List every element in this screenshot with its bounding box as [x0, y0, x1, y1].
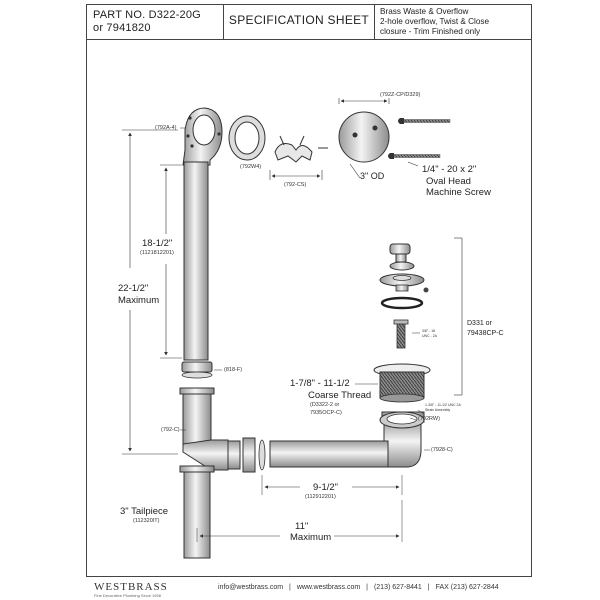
desc-line-3: closure - Trim Finished only	[380, 27, 481, 36]
label-792cs: (792-CS)	[284, 182, 307, 188]
contact-info: info@westbrass.com | www.westbrass.com |…	[218, 584, 503, 591]
westbrass-tagline: Fine Decorative Plumbing Since 1958	[94, 593, 161, 598]
contact-sep-2: |	[366, 584, 368, 591]
oval-head-screws	[388, 118, 451, 167]
overflow-gasket	[228, 115, 266, 161]
label-thread-big-2: Coarse Thread	[308, 390, 372, 401]
contact-sep-1: |	[289, 584, 291, 591]
dimension-22-half	[122, 129, 178, 455]
coupling-nut	[181, 361, 213, 379]
label-818f: (818-F)	[224, 367, 243, 373]
sheet-title: SPECIFICATION SHEET	[224, 5, 375, 39]
label-792w4: (792W4)	[240, 164, 262, 170]
rubber-washer	[379, 411, 425, 429]
label-3in-od: 3" OD	[360, 171, 385, 181]
shoe-slip-nut	[242, 437, 266, 473]
label-dim-9-code: (112912201)	[305, 494, 336, 500]
overflow-faceplate	[338, 98, 390, 179]
label-thread-small-1: 3/8" - 16	[422, 329, 436, 333]
desc-line-2: 2-hole overflow, Twist & Close	[380, 17, 490, 26]
label-dim-11: 11"	[295, 521, 309, 532]
label-assembly-2: Strain Assembly	[425, 408, 451, 412]
overflow-tube	[183, 161, 209, 361]
shoe-tube	[269, 440, 389, 468]
label-792cp: (792Z-CP/D329)	[380, 92, 421, 98]
part-number-alt: or 7941820	[93, 22, 151, 34]
dimension-18-half	[160, 164, 182, 359]
label-dim-22-sub: Maximum	[118, 295, 160, 306]
dimension-11	[196, 500, 403, 542]
product-description: Brass Waste & Overflow 2-hole overflow, …	[375, 5, 531, 39]
label-thread-small-2: UNC - 2A	[422, 334, 437, 338]
contact-phone: (213) 627-8441	[373, 584, 422, 591]
tailpiece	[183, 471, 211, 559]
drain-flange-body	[373, 363, 431, 403]
label-screw-name-2: Machine Screw	[426, 187, 491, 198]
label-7928c: (7928-C)	[431, 447, 453, 453]
waste-tee	[179, 387, 241, 473]
label-792a4: (792A-4)	[155, 125, 177, 131]
label-thread-big-1: 1-7/8" - 11-1/2	[290, 378, 350, 389]
label-thread-big-4: 7935OCP-C)	[310, 410, 342, 416]
twist-close-stopper	[379, 243, 429, 349]
label-d331-1: D331 or	[467, 320, 492, 327]
drawing-frame	[86, 38, 532, 577]
label-d331-2: 79438CP-C	[467, 330, 504, 337]
stopper-bracket	[454, 237, 463, 396]
contact-email[interactable]: info@westbrass.com	[218, 584, 284, 591]
label-dim-22: 22-1/2"	[118, 283, 149, 294]
label-dim-11-sub: Maximum	[290, 532, 332, 543]
part-number-cell: PART NO. D322-20G or 7941820	[87, 5, 224, 39]
label-792rw: (792RW)	[418, 416, 440, 422]
header-table: PART NO. D322-20G or 7941820 SPECIFICATI…	[86, 4, 532, 40]
contact-sep-3: |	[427, 584, 430, 591]
label-792c: (792-C)	[161, 427, 180, 433]
label-screw-size: 1/4" - 20 x 2"	[422, 164, 477, 175]
spacer-clip	[269, 135, 328, 180]
desc-line-1: Brass Waste & Overflow	[380, 7, 469, 16]
dimension-9-half	[261, 475, 403, 495]
contact-fax: FAX (213) 627-2844	[435, 584, 499, 591]
label-assembly-1: 1-3/8" - 11-1/2 UNC 2A	[425, 403, 461, 407]
label-dim-18-code: (1121812201)	[140, 250, 174, 256]
label-dim-18: 18-1/2"	[142, 238, 173, 249]
overflow-elbow	[182, 107, 223, 166]
label-tailpiece: 3" Tailpiece	[120, 506, 169, 517]
label-tailpiece-code: (112320IT)	[133, 518, 160, 524]
contact-web[interactable]: www.westbrass.com	[296, 584, 361, 591]
leader-lines	[180, 127, 430, 451]
label-thread-big-3: (D3322-2 or	[310, 402, 340, 408]
label-dim-9: 9-1/2"	[313, 482, 339, 493]
westbrass-logo: WESTBRASS	[94, 581, 168, 593]
label-screw-name-1: Oval Head	[426, 176, 471, 187]
part-number: PART NO. D322-20G	[93, 9, 201, 21]
